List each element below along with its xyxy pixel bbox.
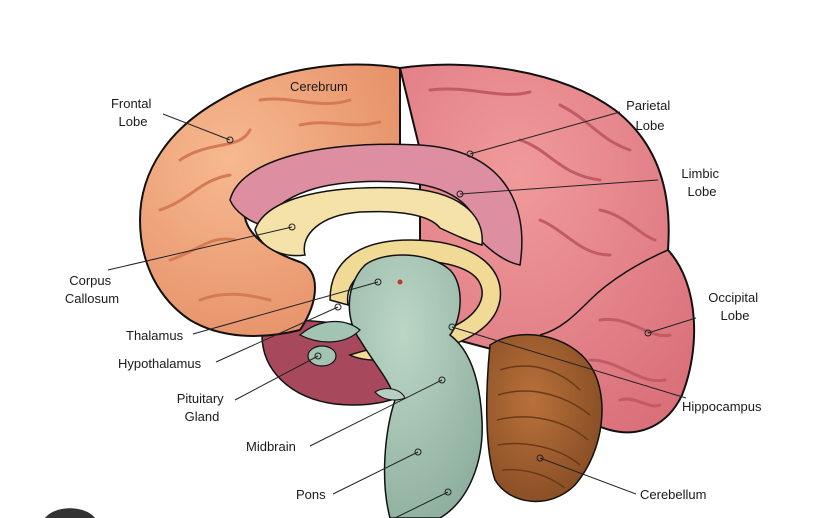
label-midbrain: Midbrain [246, 439, 296, 454]
corpus-callosum [254, 186, 483, 257]
cerebellum-folia [496, 365, 591, 489]
brainstem [348, 254, 483, 518]
label-limbic-lobe: Limbic Lobe [681, 166, 722, 199]
label-corpus-callosum: Corpus Callosum [65, 273, 119, 306]
leaders [107, 111, 697, 518]
label-parietal-lobe: Parietal Lobe [626, 98, 674, 133]
label-cerebellum: Cerebellum [640, 487, 706, 502]
gyri-texture [158, 87, 672, 408]
label-frontal-lobe: Frontal Lobe [111, 96, 155, 129]
corner-button [45, 508, 95, 518]
label-pituitary-gland: Pituitary Gland [177, 391, 228, 424]
label-cerebrum: Cerebrum [290, 79, 348, 94]
label-hypothalamus: Hypothalamus [118, 356, 202, 371]
label-occipital-lobe: Occipital Lobe [708, 290, 761, 323]
label-pons: Pons [296, 487, 326, 502]
label-thalamus: Thalamus [126, 328, 184, 343]
label-hippocampus: Hippocampus [682, 399, 762, 414]
